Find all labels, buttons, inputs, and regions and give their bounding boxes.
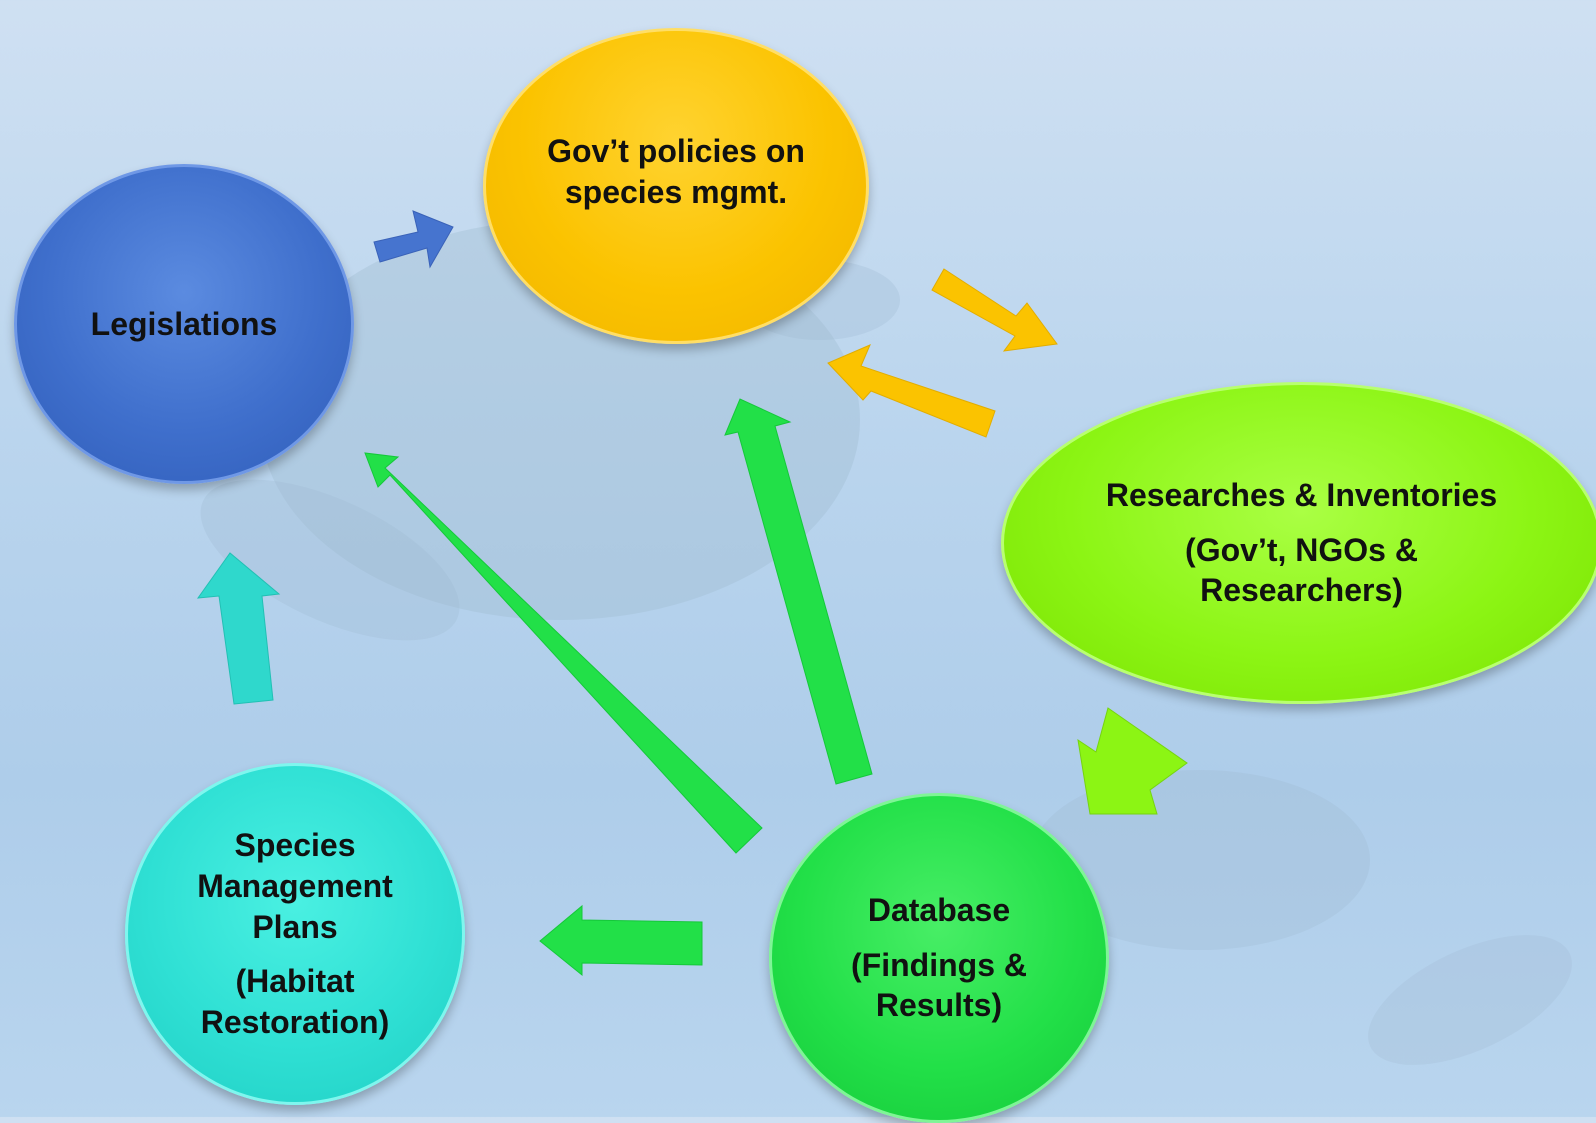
- node-legislations: Legislations: [14, 164, 354, 484]
- database-sub2: Results): [875, 987, 1003, 1024]
- arrow-database-to-gov: [724, 398, 873, 785]
- species-plans-line1: Species: [234, 827, 356, 864]
- node-gov-policies: Gov’t policies on species mgmt.: [483, 28, 869, 344]
- arrow-gov-to-researches: [931, 268, 1058, 352]
- arrow-database-to-legislations: [364, 452, 763, 854]
- arrow-legislations-to-gov: [373, 210, 454, 269]
- database-title: Database: [867, 892, 1011, 929]
- node-researches-inventories: Researches & Inventories (Gov’t, NGOs & …: [1001, 382, 1596, 704]
- arrow-species-plans-to-legislations: [196, 552, 281, 705]
- arrow-database-to-species-plans: [539, 904, 703, 977]
- species-plans-line2: Management: [197, 868, 393, 905]
- species-plans-sub1: (Habitat: [235, 963, 355, 1000]
- researches-title: Researches & Inventories: [1105, 477, 1498, 514]
- node-database: Database (Findings & Results): [769, 793, 1109, 1123]
- gov-policies-line2: species mgmt.: [564, 173, 788, 210]
- legislations-label: Legislations: [90, 305, 278, 342]
- node-species-management-plans: Species Management Plans (Habitat Restor…: [125, 763, 465, 1105]
- database-sub1: (Findings &: [851, 946, 1027, 983]
- gov-policies-line1: Gov’t policies on: [547, 133, 805, 169]
- arrow-researches-to-gov: [827, 344, 996, 438]
- researches-sub1: (Gov’t, NGOs &: [1185, 531, 1418, 568]
- species-plans-line3: Plans: [252, 908, 338, 945]
- researches-sub2: Researchers): [1200, 572, 1403, 609]
- arrow-researches-to-database: [1077, 707, 1188, 815]
- species-plans-sub2: Restoration): [200, 1003, 390, 1040]
